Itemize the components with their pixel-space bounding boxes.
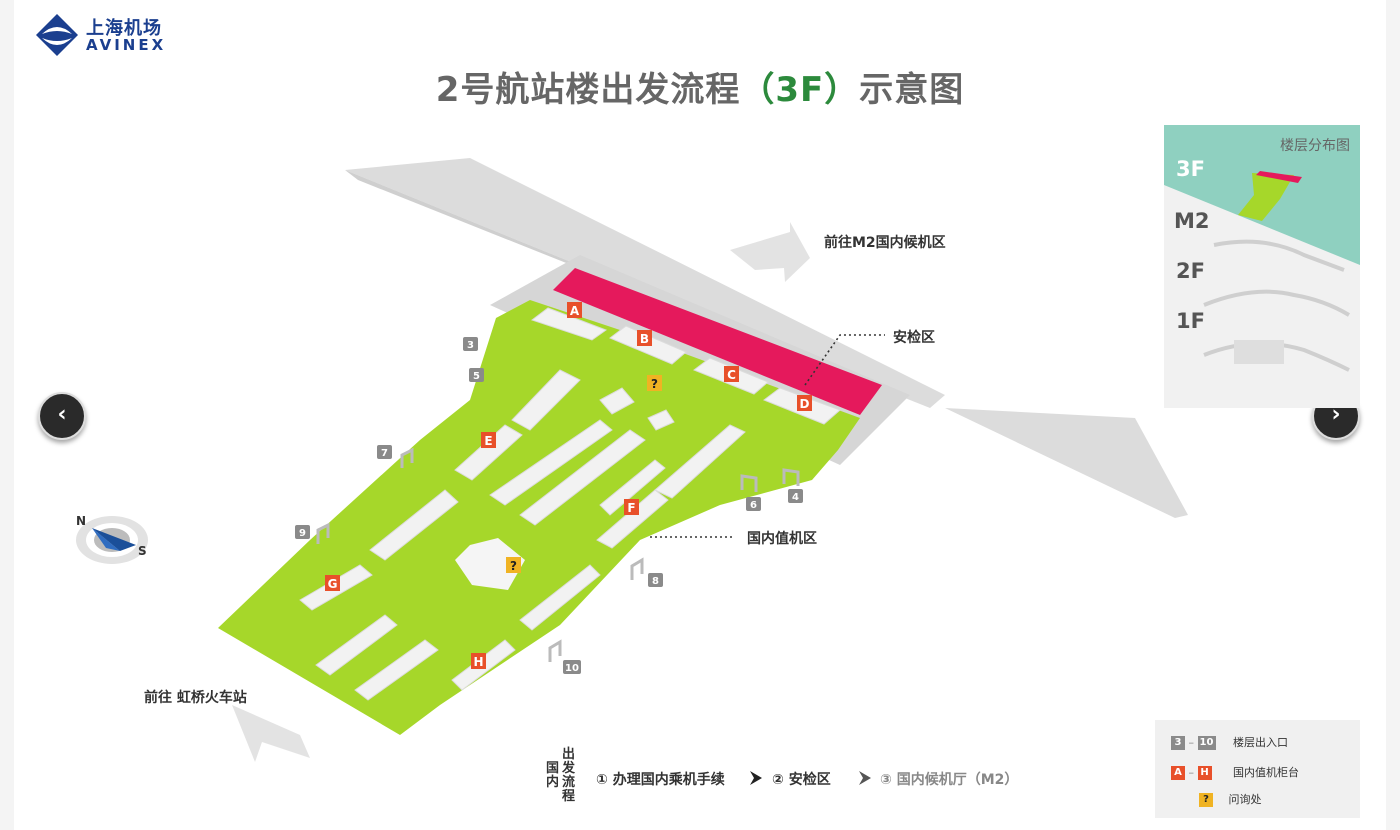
gate-label-8: 8: [652, 576, 659, 587]
legend-gate-label: 楼层出入口: [1233, 736, 1288, 749]
flow-title-col1: 出发流程: [562, 747, 576, 804]
gate-badge-3[interactable]: 3: [463, 337, 478, 351]
road-south: [945, 408, 1188, 518]
flow-step-3: ③ 国内候机厅（M2）: [880, 772, 1019, 788]
compass: N S: [76, 514, 148, 564]
gate-label-7: 7: [381, 448, 388, 459]
counter-badge-f[interactable]: F: [624, 499, 639, 515]
legend-gate-to: 10: [1197, 736, 1216, 750]
legend-info-label: 问询处: [1228, 793, 1262, 806]
legend-gates: 3 – 10 楼层出入口: [1171, 734, 1288, 750]
counter-label-c: C: [727, 368, 736, 382]
flow-title-col2: 国内: [546, 761, 560, 790]
prev-button[interactable]: ‹: [38, 392, 86, 440]
security-leader-line: [804, 334, 885, 386]
legend-info-symbol: ?: [1199, 793, 1213, 807]
legend-counter-sep: –: [1188, 766, 1195, 779]
page-title: 2号航站楼出发流程（3F）示意图: [0, 62, 1400, 111]
label-checkin: 国内值机区: [747, 531, 817, 547]
flow-step-1: ① 办理国内乘机手续: [596, 772, 725, 788]
gate-badge-9[interactable]: 9: [295, 525, 310, 539]
counter-label-b: B: [640, 332, 649, 346]
gate-badge-6[interactable]: 6: [746, 497, 761, 511]
minimap-floor-3f[interactable]: 3F: [1176, 157, 1205, 181]
counter-label-f: F: [627, 501, 635, 515]
gate-badge-7[interactable]: 7: [377, 445, 392, 459]
minimap-floor-m2[interactable]: M2: [1174, 209, 1210, 233]
minimap-graphic: [1164, 125, 1360, 372]
minimap-floor-2f[interactable]: 2F: [1176, 259, 1205, 283]
minimap-title: 楼层分布图: [1280, 138, 1350, 154]
legend-gate-sep: –: [1188, 736, 1195, 749]
counter-badges: A B C D E F G H: [325, 302, 812, 669]
info-desk-1[interactable]: ?: [647, 375, 662, 391]
legend-gate-from: 3: [1171, 736, 1185, 750]
info-desk-symbol: ?: [510, 559, 517, 573]
gate-badge-4[interactable]: 4: [788, 489, 803, 503]
legend-counter-label: 国内值机柜台: [1233, 766, 1299, 779]
legend-counter-from: A: [1171, 766, 1185, 780]
gate-label-6: 6: [750, 500, 757, 511]
counter-badge-d[interactable]: D: [797, 395, 812, 411]
chevron-right-icon: [859, 771, 871, 785]
legend-counters: A – H 国内值机柜台: [1171, 764, 1299, 780]
counter-label-e: E: [484, 434, 492, 448]
legend-info: ? 问询处: [1171, 791, 1262, 807]
security-zone: [553, 268, 882, 415]
counter-badge-b[interactable]: B: [637, 330, 652, 346]
title-suffix: 示意图: [859, 70, 965, 110]
legend-counter-to: H: [1197, 766, 1212, 780]
counter-label-a: A: [570, 304, 580, 318]
gate-doors: [316, 447, 800, 662]
gate-label-5: 5: [473, 371, 480, 382]
compass-needle-icon: [92, 528, 136, 551]
compass-south: S: [138, 544, 147, 558]
counter-label-h: H: [473, 655, 483, 669]
legend: 3 – 10 楼层出入口 A – H 国内值机柜台 ? 问询处: [1155, 720, 1360, 818]
flow-step-2: ② 安检区: [772, 772, 831, 788]
minimap-floor-1f[interactable]: 1F: [1176, 309, 1205, 333]
gate-label-4: 4: [792, 492, 799, 503]
info-desk-2[interactable]: ?: [506, 557, 521, 573]
gate-label-9: 9: [299, 528, 306, 539]
label-to-m2: 前往M2国内候机区: [824, 235, 946, 251]
info-desk-symbol: ?: [651, 377, 658, 391]
gate-badges: 3 4 5 6 7 8 9 10: [295, 337, 803, 674]
gate-label-3: 3: [467, 340, 474, 351]
label-security: 安检区: [893, 330, 935, 346]
counter-badge-h[interactable]: H: [471, 653, 486, 669]
airport-logo: 上海机场 AVINEX: [34, 12, 184, 62]
gate-label-10: 10: [565, 663, 579, 674]
arrow-to-train-icon: [232, 705, 310, 762]
title-highlight: （3F）: [740, 70, 860, 110]
counter-badge-g[interactable]: G: [325, 575, 340, 591]
counter-label-d: D: [800, 397, 810, 411]
compass-north: N: [76, 514, 86, 528]
title-prefix: 2号航站楼出发流程: [435, 70, 741, 110]
label-to-train: 前往 虹桥火车站: [144, 690, 247, 706]
counter-badge-e[interactable]: E: [481, 432, 496, 448]
logo-text-en: AVINEX: [86, 36, 167, 54]
chevron-right-icon: [750, 771, 762, 785]
logo-mark-icon: [36, 14, 78, 56]
counter-badge-c[interactable]: C: [724, 366, 739, 382]
gate-badge-8[interactable]: 8: [648, 573, 663, 587]
counter-label-g: G: [328, 577, 338, 591]
counter-islands: [299, 307, 841, 701]
arrow-to-m2-icon: [730, 222, 810, 282]
gate-badge-10[interactable]: 10: [563, 660, 581, 674]
counter-badge-a[interactable]: A: [567, 302, 582, 318]
floor-minimap[interactable]: 楼层分布图 3F M2 2F 1F: [1164, 125, 1360, 408]
central-plaza: [455, 538, 525, 590]
logo-text-cn: 上海机场: [86, 18, 162, 39]
gate-badge-5[interactable]: 5: [469, 368, 484, 382]
